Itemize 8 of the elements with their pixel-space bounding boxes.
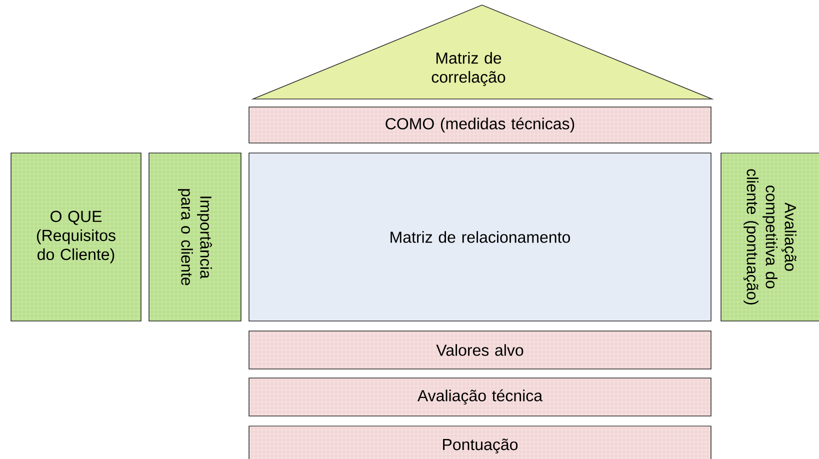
- grid-bar: Pontuação: [248, 426, 712, 459]
- grid-panel: Avaliação competitiva do cliente (pontuação): [720, 152, 819, 322]
- grid-bar: Valores alvo: [248, 330, 712, 370]
- matrix-box: Matriz de relacionamento: [248, 152, 712, 322]
- grid-bar: COMO (medidas técnicas): [248, 106, 712, 144]
- grid-panel: O QUE (Requisitos do Cliente): [10, 152, 142, 322]
- grid-panel: Importância para o cliente: [148, 152, 242, 322]
- grid-bar: Avaliação técnica: [248, 378, 712, 416]
